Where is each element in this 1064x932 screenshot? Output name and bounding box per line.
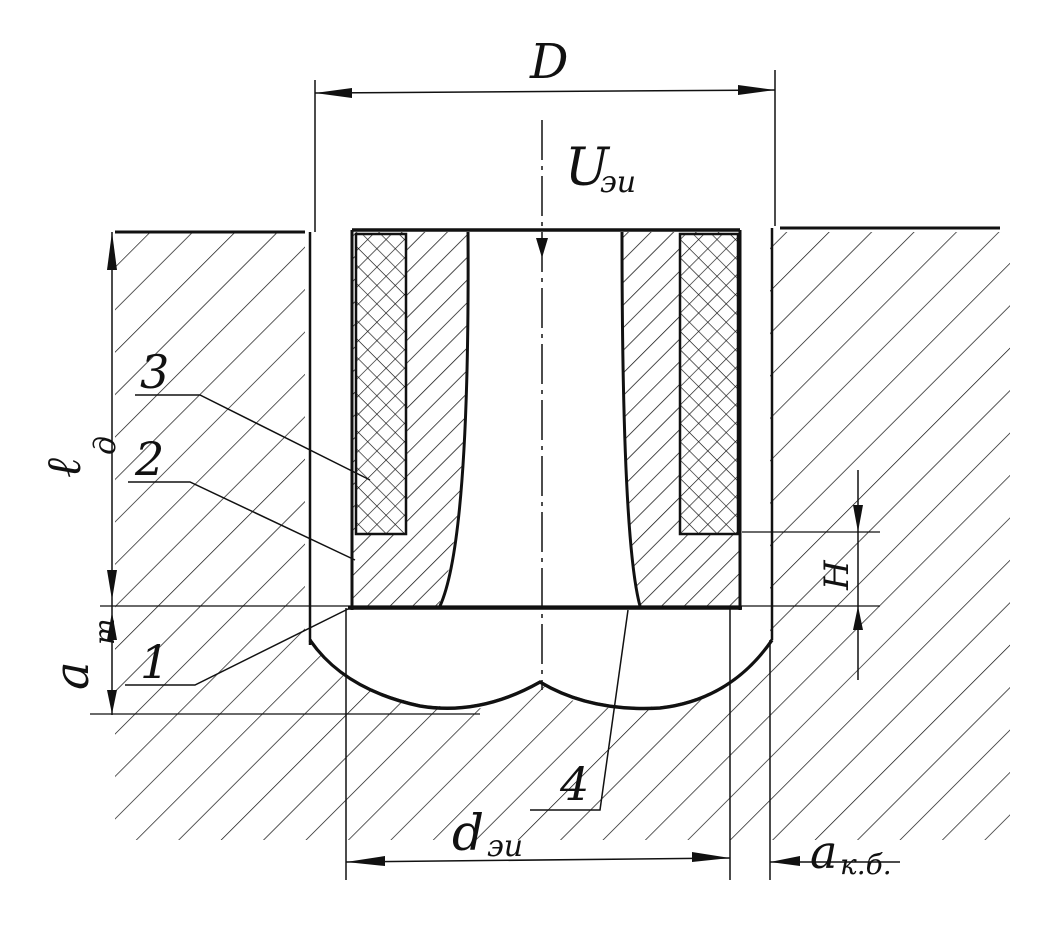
label-l-sub: д (88, 436, 123, 455)
label-3: 3 (140, 345, 169, 399)
label-U-main: U (565, 138, 611, 198)
label-4: 4 (559, 757, 589, 811)
label-a-t-sub: т (88, 618, 121, 645)
insulation-right-fill (678, 232, 740, 536)
workpiece (115, 226, 1010, 840)
feed-arrowhead (536, 238, 548, 258)
label-2: 2 (134, 432, 164, 486)
dimensions (90, 70, 900, 880)
label-a-kb-sub: к.б. (840, 848, 892, 881)
label-D: D (529, 34, 568, 90)
channel-wall-left (438, 231, 470, 607)
cavity-bottom-profile (308, 638, 774, 711)
label-d-sub: эи (487, 829, 523, 864)
insulation-left-fill (354, 232, 408, 536)
label-l-main: ℓ (36, 458, 92, 478)
channel-wall-right (620, 231, 642, 607)
label-a-t-main: a (44, 661, 100, 690)
workpiece-left-hatch (115, 232, 1010, 840)
label-U-sub: эи (600, 165, 636, 200)
label-d-main: d (452, 804, 484, 862)
tool-electrode (348, 228, 742, 610)
leader-lines (125, 394, 629, 811)
label-H: H (817, 559, 857, 591)
label-1: 1 (140, 635, 169, 689)
label-a-kb-main: a (810, 825, 837, 879)
